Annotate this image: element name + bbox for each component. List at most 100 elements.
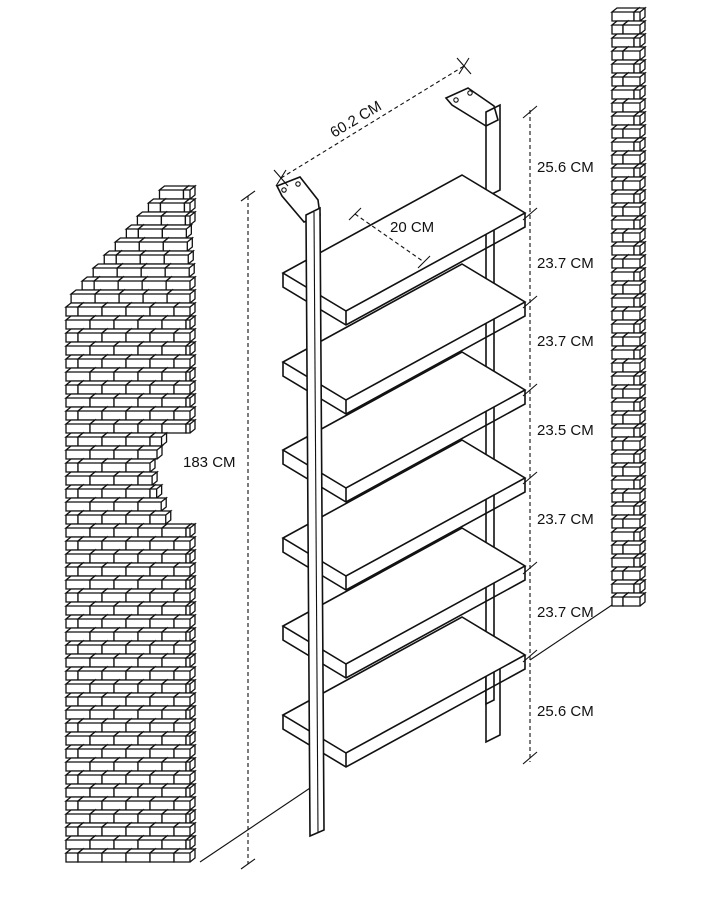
brick	[163, 262, 197, 278]
brick	[184, 756, 197, 772]
depth-dimension	[348, 207, 431, 269]
brick	[632, 58, 647, 74]
brick	[621, 149, 647, 165]
right-brick-wall	[610, 6, 647, 607]
brick	[632, 578, 647, 594]
gap-label: 25.6 CM	[537, 159, 594, 176]
brick	[632, 370, 647, 386]
brick	[632, 188, 647, 204]
brick	[162, 249, 196, 265]
brick	[621, 591, 647, 607]
brick	[621, 409, 647, 425]
wall-bracket-right	[444, 87, 499, 127]
brick	[148, 509, 173, 525]
brick	[632, 162, 647, 178]
brick	[172, 717, 197, 733]
brick	[165, 288, 197, 304]
brick	[621, 383, 647, 399]
brick	[632, 318, 647, 334]
left-brick-wall	[64, 184, 197, 863]
brick	[124, 457, 157, 473]
brick	[632, 500, 647, 516]
gap-label: 23.7 CM	[537, 333, 594, 350]
brick	[160, 223, 194, 239]
brick	[181, 184, 197, 200]
brick	[172, 665, 197, 681]
brick	[164, 275, 197, 291]
brick	[184, 418, 197, 434]
brick	[621, 201, 647, 217]
front-ladder-post	[305, 206, 325, 838]
brick	[172, 691, 197, 707]
brick	[148, 431, 169, 447]
brick	[136, 444, 164, 460]
dimension-tick	[522, 649, 538, 663]
brick	[621, 565, 647, 581]
brick	[632, 266, 647, 282]
dimension-tick	[522, 471, 538, 485]
gap-label: 23.7 CM	[537, 511, 594, 528]
brick	[172, 821, 197, 837]
brick	[172, 795, 197, 811]
brick	[184, 652, 197, 668]
brick	[172, 405, 197, 421]
brick	[621, 97, 647, 113]
brick	[632, 214, 647, 230]
brick	[621, 461, 647, 477]
brick	[136, 470, 159, 486]
brick	[172, 769, 197, 785]
brick	[632, 344, 647, 360]
brick	[632, 110, 647, 126]
brick	[172, 639, 197, 655]
brick	[632, 526, 647, 542]
brick	[172, 327, 197, 343]
brick	[632, 396, 647, 412]
brick	[621, 539, 647, 555]
brick	[184, 522, 197, 538]
height-dimension	[240, 190, 256, 870]
height-label: 183 CM	[183, 454, 236, 471]
brick	[172, 301, 197, 317]
brick	[148, 483, 164, 499]
brick	[621, 513, 647, 529]
brick	[621, 19, 647, 35]
brick	[632, 448, 647, 464]
brick	[182, 197, 197, 213]
brick	[621, 71, 647, 87]
width-label: 60.2 CM	[327, 98, 384, 142]
brick	[136, 496, 169, 512]
brick	[632, 6, 647, 22]
floor-lines	[199, 604, 613, 863]
brick	[184, 314, 197, 330]
dimension-tick	[522, 295, 538, 309]
brick	[184, 782, 197, 798]
brick	[632, 32, 647, 48]
brick	[621, 487, 647, 503]
brick	[632, 240, 647, 256]
brick	[632, 474, 647, 490]
brick	[172, 613, 197, 629]
depth-label: 20 CM	[390, 219, 434, 236]
gap-label: 25.6 CM	[537, 703, 594, 720]
brick	[621, 175, 647, 191]
width-dimension	[273, 57, 472, 187]
brick	[632, 422, 647, 438]
gap-label: 23.5 CM	[537, 422, 594, 439]
dimension-tick	[522, 751, 538, 765]
brick	[632, 136, 647, 152]
brick	[621, 123, 647, 139]
brick	[621, 45, 647, 61]
brick	[172, 743, 197, 759]
brick	[621, 305, 647, 321]
brick	[172, 847, 197, 863]
shelves	[281, 174, 527, 768]
dimension-tick	[522, 383, 538, 397]
brick	[172, 587, 197, 603]
brick	[621, 253, 647, 269]
gap-label: 23.7 CM	[537, 604, 594, 621]
brick	[172, 535, 197, 551]
brick	[172, 353, 197, 369]
brick	[621, 227, 647, 243]
